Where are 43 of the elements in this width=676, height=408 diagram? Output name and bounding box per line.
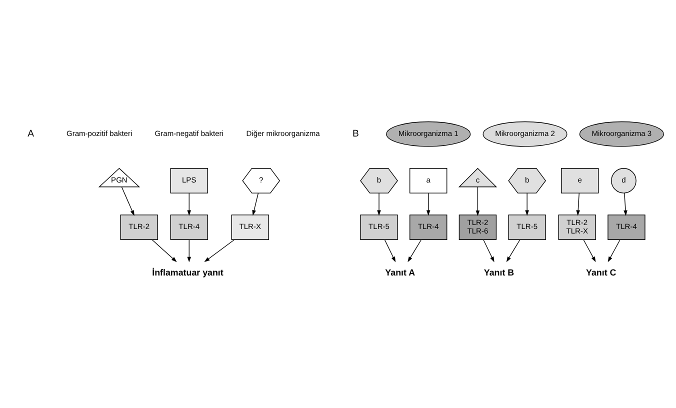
node-box: e <box>561 168 599 194</box>
label: Gram-negatif bakteri <box>154 129 224 138</box>
label: A <box>28 128 34 140</box>
arrow <box>483 240 494 262</box>
node-text: İnflamatuar yanıt <box>152 268 224 278</box>
arrow <box>252 192 259 216</box>
arrow <box>476 186 480 216</box>
label: Diğer mikroorganizma <box>246 129 320 138</box>
node-text: Yanıt A <box>385 268 416 278</box>
arrow <box>187 192 192 216</box>
arrow <box>152 240 177 262</box>
node-text: Yanıt C <box>586 268 616 278</box>
node-box: TLR-2 <box>120 214 158 240</box>
node-box: LPS <box>170 168 208 194</box>
arrow <box>408 240 422 262</box>
arrow <box>624 192 628 216</box>
arrow <box>377 192 381 216</box>
arrow <box>204 240 234 262</box>
arrow <box>384 240 396 262</box>
label: B <box>352 128 359 140</box>
arrow <box>608 240 620 262</box>
node-box: a <box>410 168 448 194</box>
node-text: Yanıt B <box>484 268 514 278</box>
node-ellipse: Mikroorganizma 2 <box>482 121 568 147</box>
node-box: TLR-4 <box>410 214 448 240</box>
node-box: TLR-5 <box>508 214 546 240</box>
arrow <box>426 192 430 216</box>
node-box: TLR-4 <box>608 214 646 240</box>
node-box: TLR-X <box>231 214 269 240</box>
node-box: TLR-2 TLR-X <box>558 214 596 240</box>
arrow <box>121 186 134 216</box>
node-box: TLR-2 TLR-6 <box>458 214 497 240</box>
node-ellipse: Mikroorganizma 3 <box>579 121 664 147</box>
node-box: TLR-5 <box>360 214 398 240</box>
arrow <box>187 240 192 262</box>
arrow <box>576 192 580 216</box>
arrow <box>506 240 520 262</box>
label: Gram-pozitif bakteri <box>66 129 132 138</box>
node-box: TLR-4 <box>170 214 208 240</box>
arrow <box>583 240 596 262</box>
arrow <box>525 192 529 216</box>
node-circle: d <box>611 168 636 194</box>
node-ellipse: Mikroorganizma 1 <box>386 121 471 147</box>
